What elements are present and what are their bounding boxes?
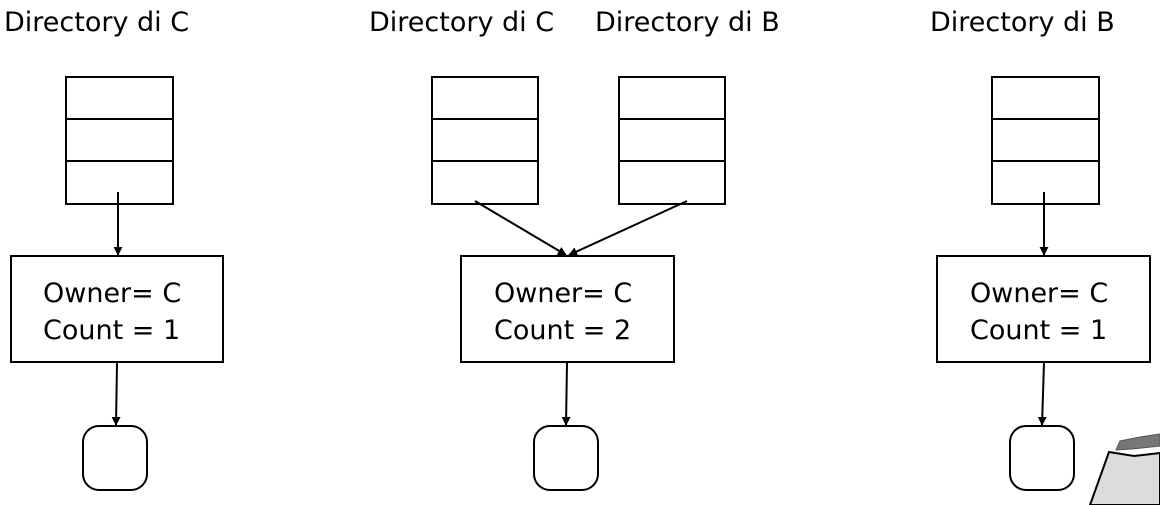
directory-entry — [991, 160, 1100, 205]
data-arrow — [1037, 362, 1047, 426]
directory-entry — [618, 160, 726, 205]
directory-entry — [65, 160, 174, 205]
directory-entry — [618, 118, 726, 162]
inode-owner: Owner= C — [970, 278, 1108, 309]
panel-2: Directory di C Directory di B Owner= C C… — [369, 7, 780, 491]
directory-title: Directory di B — [595, 7, 780, 38]
directory-table — [65, 76, 174, 205]
panel-3: Directory di B Owner= C Count = 1 — [930, 7, 1160, 505]
directory-table — [431, 76, 539, 205]
data-block — [1009, 425, 1075, 491]
link-arrow — [568, 200, 688, 256]
data-block — [533, 425, 599, 491]
inode-count: Count = 1 — [43, 315, 180, 346]
inode-rect — [10, 255, 224, 363]
directory-entry — [618, 76, 726, 120]
link-arrow — [474, 200, 567, 256]
directory-entry — [65, 118, 174, 162]
inode-count: Count = 1 — [970, 315, 1107, 346]
directory-entry — [431, 118, 539, 162]
partial-shape-body — [1088, 450, 1160, 505]
inode-count: Count = 2 — [494, 315, 631, 346]
inode-rect — [936, 255, 1151, 363]
inode-rect — [460, 255, 675, 363]
directory-entry — [991, 76, 1100, 120]
inode-owner: Owner= C — [494, 278, 632, 309]
directory-entry — [991, 118, 1100, 162]
directory-table — [618, 76, 726, 205]
data-arrow — [561, 362, 571, 426]
partial-shape — [1088, 433, 1160, 505]
directory-table — [991, 76, 1100, 205]
directory-title: Directory di C — [369, 7, 554, 38]
partial-shape-top — [1115, 433, 1160, 451]
directory-title: Directory di C — [4, 7, 189, 38]
data-arrow — [111, 362, 121, 426]
directory-entry — [431, 76, 539, 120]
directory-title: Directory di B — [930, 7, 1115, 38]
data-block — [82, 425, 148, 491]
inode-box: Owner= C Count = 1 — [936, 255, 1151, 363]
inode-box: Owner= C Count = 2 — [460, 255, 675, 363]
directory-entry — [65, 76, 174, 120]
directory-entry — [431, 160, 539, 205]
inode-box: Owner= C Count = 1 — [10, 255, 224, 363]
inode-owner: Owner= C — [43, 278, 181, 309]
panel-1: Directory di C Owner= C Count = 1 — [4, 7, 224, 491]
